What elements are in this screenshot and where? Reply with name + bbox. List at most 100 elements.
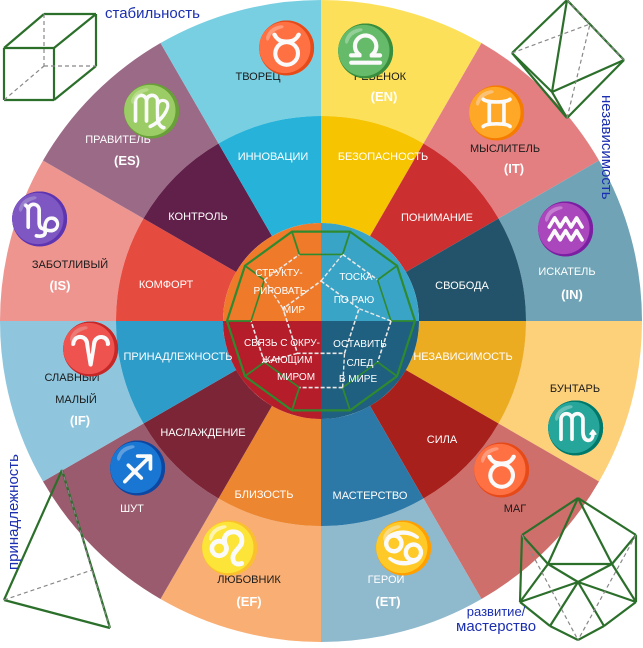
aquarius-icon: ♒ xyxy=(535,200,597,257)
outer-code: (ES) xyxy=(114,153,140,168)
middle-segment xyxy=(218,116,321,237)
middle-ring xyxy=(116,116,526,526)
label-mastery-line2: мастерство xyxy=(456,618,537,635)
middle-segment xyxy=(143,370,272,499)
dodeca-edge xyxy=(291,231,301,255)
dodeca-edge xyxy=(263,253,300,281)
outer-label: ПРАВИТЕЛЬ xyxy=(85,134,151,146)
outer-segment xyxy=(498,321,642,482)
middle-label: НАСЛАЖДЕНИЕ xyxy=(160,427,245,439)
outer-code: (IT) xyxy=(504,161,524,176)
outer-code: (EF) xyxy=(236,594,261,609)
outer-segment xyxy=(160,0,321,144)
outer-label: СЛАВНЫЙ xyxy=(44,371,99,384)
inner-label: СВЯЗЬ С ОКРУ- xyxy=(244,338,320,349)
outer-segment xyxy=(160,498,321,642)
middle-label: КОНТРОЛЬ xyxy=(168,211,227,223)
cube-icon xyxy=(2,12,98,102)
outer-label: ТВОРЕЦ xyxy=(235,71,280,83)
dodeca-edge xyxy=(341,387,351,411)
taurus-icon: ♉ xyxy=(256,19,318,76)
dodecahedron-icon xyxy=(225,230,417,412)
tetrahedron-icon xyxy=(2,469,112,630)
outer-code: (EN) xyxy=(371,89,398,104)
outer-label: МЫСЛИТЕЛЬ xyxy=(470,143,540,155)
middle-segment xyxy=(370,143,499,272)
dodeca-edge xyxy=(376,279,392,322)
middle-segment xyxy=(370,370,499,499)
middle-label: БЕЗОПАСНОСТЬ xyxy=(338,151,428,163)
cancer-icon: ♋ xyxy=(373,519,435,576)
dodeca-edge xyxy=(377,265,398,281)
dodeca-edge xyxy=(244,265,265,281)
dodeca-edge xyxy=(342,361,379,389)
leo-icon: ♌ xyxy=(199,519,261,576)
platonic-solids xyxy=(2,0,638,641)
dodeca-edge xyxy=(250,320,266,363)
middle-segment xyxy=(321,116,424,237)
outer-segment xyxy=(0,160,144,321)
outer-label: ГЕРОЙ xyxy=(368,573,405,586)
inner-label: СЛЕД xyxy=(347,358,374,369)
dodeca-face xyxy=(282,280,360,355)
dodeca-edge xyxy=(342,253,379,281)
inner-label: СТРУКТУ- xyxy=(255,268,302,279)
outer-segment xyxy=(498,160,642,321)
outer-segment xyxy=(423,43,599,219)
middle-label: ПОНИМАНИЕ xyxy=(401,212,473,224)
inner-label: ПО РАЮ xyxy=(334,295,375,306)
inner-label: ТОСКА xyxy=(339,272,372,283)
middle-label: МАСТЕРСТВО xyxy=(333,490,408,502)
wheel-labels: РЕБЕНОК (EN) МЫСЛИТЕЛЬ (IT) ИСКАТЕЛЬ (IN) БУНТ… xyxy=(32,71,600,609)
middle-segment xyxy=(116,218,237,321)
outer-code: (IS) xyxy=(50,278,71,293)
outer-label: РЕБЕНОК xyxy=(354,71,407,83)
virgo-icon: ♍ xyxy=(121,82,183,139)
outer-code: (IN) xyxy=(561,287,583,302)
middle-segment xyxy=(218,405,321,526)
outer-segment xyxy=(321,498,482,642)
outer-label: ШУТ xyxy=(120,503,144,515)
middle-label: БЛИЗОСТЬ xyxy=(235,489,294,501)
dodeca-edge xyxy=(341,231,351,255)
dodeca-edge xyxy=(244,361,265,377)
middle-label: КОМФОРТ xyxy=(139,279,194,291)
aries-icon: ♈ xyxy=(60,320,122,377)
dodeca-edge xyxy=(263,361,300,389)
octahedron-icon xyxy=(511,0,625,119)
capricorn-icon: ♑ xyxy=(9,190,71,247)
middle-label: ИННОВАЦИИ xyxy=(238,151,309,163)
outer-label: ЛЮБОВНИК xyxy=(217,574,281,586)
outer-label: БУНТАРЬ xyxy=(550,383,600,395)
outer-code: (ET) xyxy=(375,594,400,609)
outer-code: (IF) xyxy=(70,413,90,428)
middle-label: СВОБОДА xyxy=(435,280,489,292)
outer-segment xyxy=(0,321,144,482)
middle-label: НЕЗАВИСИМОСТЬ xyxy=(413,351,512,363)
outer-label: МАЛЫЙ xyxy=(55,393,97,406)
outer-label: ИСКАТЕЛЬ xyxy=(538,266,595,278)
label-stability: стабильность xyxy=(105,5,200,22)
middle-segment xyxy=(143,143,272,272)
taurus-glyph-icon: ♉ xyxy=(471,441,533,498)
inner-label: В МИРЕ xyxy=(339,374,378,385)
libra-icon: ♎ xyxy=(335,22,397,79)
middle-segment xyxy=(405,321,526,424)
zodiac-signs: ♎♊♒♏♉♋♌♐♈♑♍♉ xyxy=(8,18,607,576)
dodeca-edge xyxy=(250,279,266,322)
gemini-icon: ♊ xyxy=(466,84,528,141)
inner-label: ЖАЮЩИМ xyxy=(262,355,313,366)
inner-label: МИРОМ xyxy=(277,372,315,383)
middle-label: СИЛА xyxy=(427,434,458,446)
outer-segment xyxy=(43,43,219,219)
outer-label: ЗАБОТЛИВЫЙ xyxy=(32,258,108,271)
outer-segment xyxy=(43,423,219,599)
outer-label: МАГ xyxy=(504,503,527,515)
sagittarius-icon: ♐ xyxy=(107,439,169,496)
middle-segment xyxy=(405,218,526,321)
label-mastery-line1: развитие/ xyxy=(466,604,526,619)
dodeca-edge xyxy=(291,387,301,411)
inner-label: РИРОВАТЬ xyxy=(254,286,307,297)
